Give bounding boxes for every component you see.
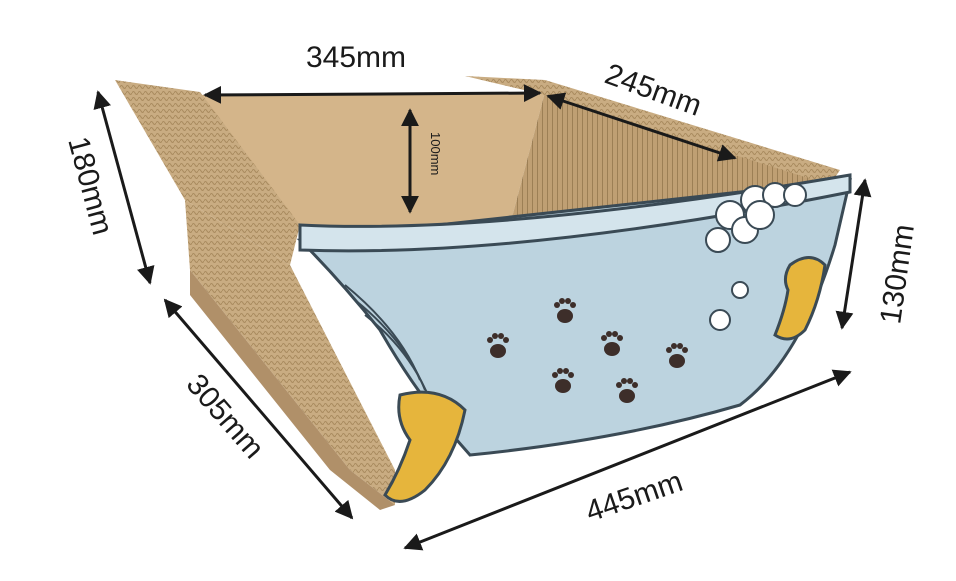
inner-back-wall [190,92,545,225]
label-top-width: 345mm [306,41,406,74]
arrow-top-depth [546,92,737,162]
label-base-depth: 305mm [180,368,271,465]
bubble-foam-icon [705,182,807,331]
label-inner-depth: 100mm [428,132,443,175]
dimension-arrows [93,84,872,551]
left-rim [115,80,300,265]
label-side-height: 130mm [874,222,921,326]
back-rim [465,76,840,185]
arrow-top-width [203,84,542,104]
label-base-length: 445mm [582,465,687,529]
arrow-base-length [403,369,852,551]
label-overall-height: 180mm [61,133,119,238]
arrow-overall-height [93,90,155,285]
arrow-base-depth [163,298,354,520]
arrow-side-height [835,178,872,330]
